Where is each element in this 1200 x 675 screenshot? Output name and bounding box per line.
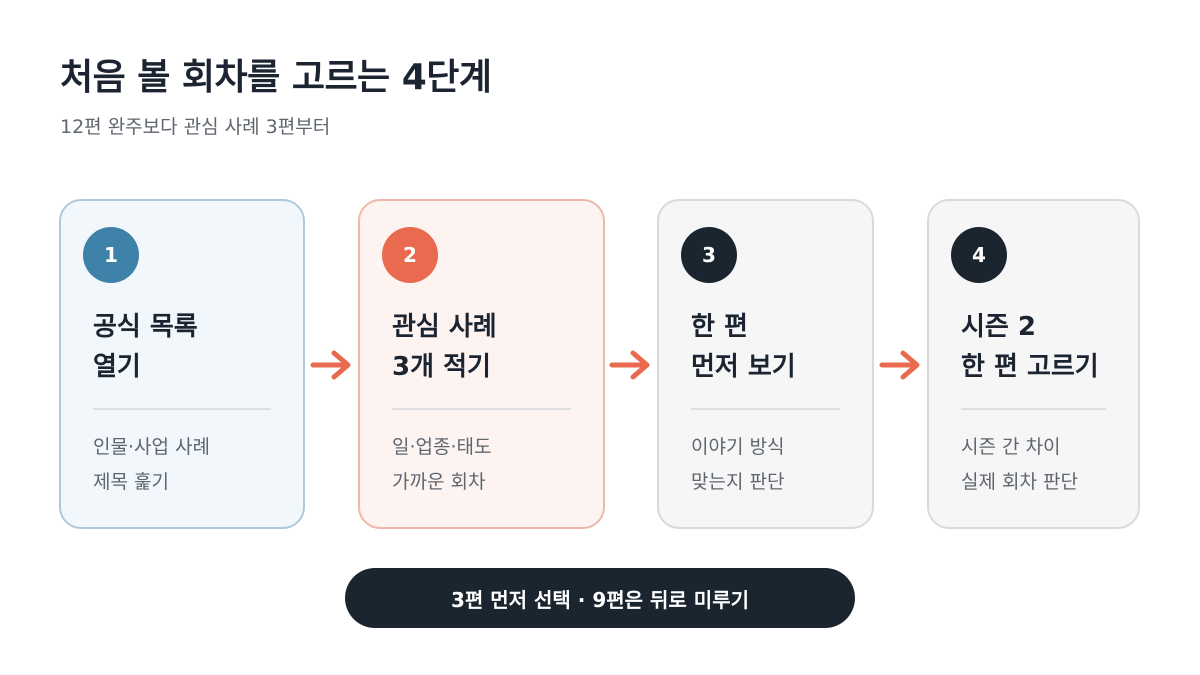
arrow-right-icon <box>310 350 351 380</box>
step-number-badge: 4 <box>951 227 1007 283</box>
step-description: 인물·사업 사례 제목 훑기 <box>93 430 289 500</box>
step-desc-line: 실제 회차 판단 <box>961 471 1078 493</box>
arrow-right-icon <box>609 350 650 380</box>
card-divider <box>961 408 1106 410</box>
step-title-line: 한 편 <box>691 312 748 342</box>
step-number-badge: 2 <box>382 227 438 283</box>
step-title-line: 3개 적기 <box>392 352 491 382</box>
step-desc-line: 맞는지 판단 <box>691 471 785 493</box>
step-desc-line: 시즌 간 차이 <box>961 436 1061 458</box>
step-desc-line: 제목 훑기 <box>93 471 169 493</box>
arrow-right-icon <box>879 350 920 380</box>
step-number-badge: 3 <box>681 227 737 283</box>
summary-pill: 3편 먼저 선택 · 9편은 뒤로 미루기 <box>345 568 855 628</box>
step-desc-line: 인물·사업 사례 <box>93 436 210 458</box>
step-title: 한 편 먼저 보기 <box>691 307 858 387</box>
card-divider <box>93 408 271 410</box>
step-card-2: 2 관심 사례 3개 적기 일·업종·태도 가까운 회차 <box>358 199 605 529</box>
step-title: 시즌 2 한 편 고르기 <box>961 307 1124 387</box>
step-desc-line: 가까운 회차 <box>392 471 486 493</box>
step-description: 시즌 간 차이 실제 회차 판단 <box>961 430 1124 500</box>
step-card-3: 3 한 편 먼저 보기 이야기 방식 맞는지 판단 <box>657 199 874 529</box>
step-title: 관심 사례 3개 적기 <box>392 307 589 387</box>
step-desc-line: 이야기 방식 <box>691 436 785 458</box>
page-title: 처음 볼 회차를 고르는 4단계 <box>60 57 492 98</box>
page-subtitle: 12편 완주보다 관심 사례 3편부터 <box>60 116 331 138</box>
card-divider <box>392 408 571 410</box>
step-desc-line: 일·업종·태도 <box>392 436 492 458</box>
step-title-line: 한 편 고르기 <box>961 352 1099 382</box>
step-title-line: 시즌 2 <box>961 312 1036 342</box>
step-card-1: 1 공식 목록 열기 인물·사업 사례 제목 훑기 <box>59 199 305 529</box>
step-card-4: 4 시즌 2 한 편 고르기 시즌 간 차이 실제 회차 판단 <box>927 199 1140 529</box>
step-title-line: 관심 사례 <box>392 312 497 342</box>
step-description: 일·업종·태도 가까운 회차 <box>392 430 589 500</box>
step-description: 이야기 방식 맞는지 판단 <box>691 430 858 500</box>
card-divider <box>691 408 840 410</box>
step-number-badge: 1 <box>83 227 139 283</box>
step-title-line: 공식 목록 <box>93 312 198 342</box>
step-title-line: 열기 <box>93 352 141 382</box>
step-title-line: 먼저 보기 <box>691 352 796 382</box>
step-title: 공식 목록 열기 <box>93 307 289 387</box>
